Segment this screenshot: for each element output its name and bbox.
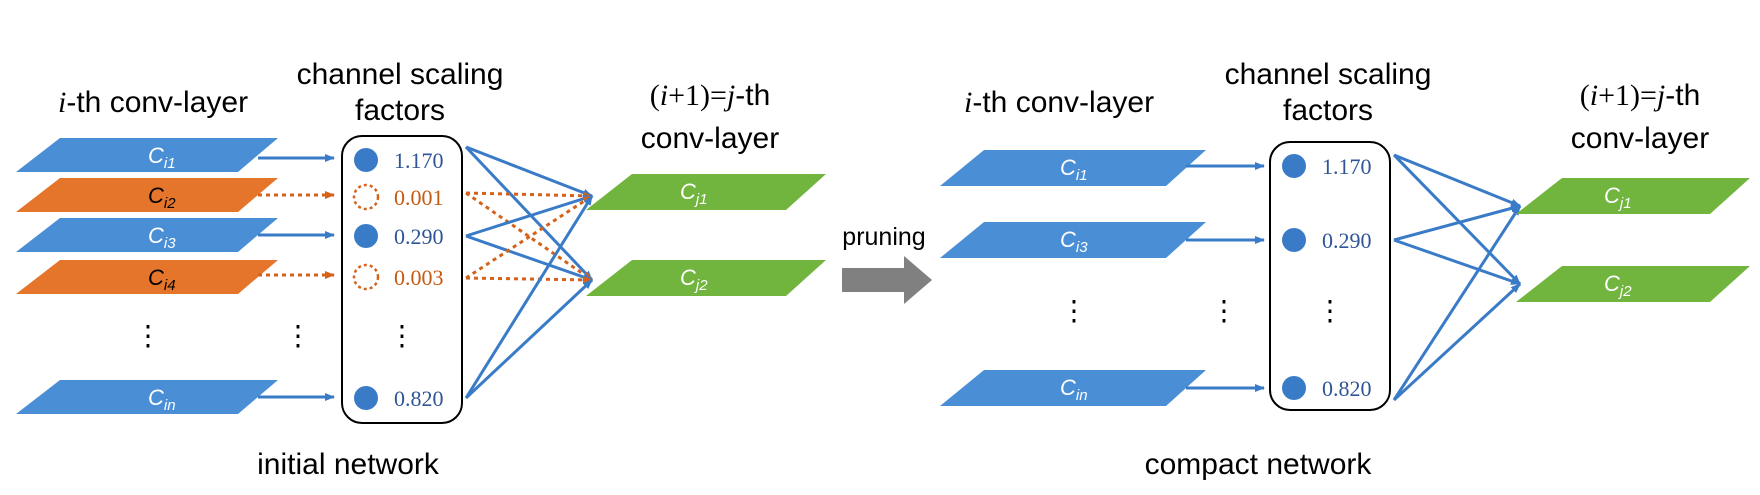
right-output-layer-1-label: Cj1 (1604, 183, 1632, 212)
left-input-layer-4-label: Ci4 (148, 265, 176, 294)
left-connections (464, 145, 594, 400)
pruning-label: pruning (842, 223, 925, 251)
left-input-layer-2-label: Ci2 (148, 183, 176, 212)
left-input-ellipsis: ⋮ (134, 320, 162, 351)
left-input-layer-n: Cin (16, 380, 278, 414)
left-footer: initial network (257, 448, 440, 481)
right-footer: compact network (1145, 448, 1373, 481)
left-output-layer-2: Cj2 (586, 260, 826, 296)
right-scaling-header-line1: channel scaling (1225, 58, 1432, 91)
left-factor-dot-n (354, 386, 378, 410)
right-output-header-line1: (i+1)=j-th (1580, 79, 1701, 112)
left-arrow-ellipsis: ⋮ (284, 320, 312, 351)
left-output-layer-2-label: Cj2 (680, 265, 708, 294)
right-input-layer-2-label: Ci3 (1060, 227, 1088, 256)
right-output-layer-2-label: Cj2 (1604, 271, 1632, 300)
right-output-layer-1: Cj1 (1516, 178, 1750, 214)
right-factor-n: 0.820 (1322, 376, 1372, 401)
right-arrow-ellipsis: ⋮ (1210, 295, 1238, 326)
left-input-header: i-th conv-layer (58, 86, 248, 119)
right-input-layer-n-label: Cin (1060, 375, 1088, 404)
left-output-layer-1: Cj1 (586, 174, 826, 210)
right-input-header: i-th conv-layer (964, 86, 1154, 119)
left-factor-dot-2 (352, 183, 380, 211)
right-factor-dot-2 (1282, 228, 1306, 252)
pruning-arrow (842, 256, 932, 304)
right-factor-ellipsis: ⋮ (1316, 295, 1344, 326)
right-factor-1: 1.170 (1322, 154, 1372, 179)
left-scaling-header-line2: factors (355, 94, 445, 127)
left-input-layer-4: Ci4 (16, 260, 278, 294)
right-output-header-line2: conv-layer (1571, 122, 1709, 155)
right-scaling-header-line2: factors (1283, 94, 1373, 127)
left-factor-1: 1.170 (394, 148, 444, 173)
right-factor-2: 0.290 (1322, 228, 1372, 253)
left-output-layer-1-label: Cj1 (680, 179, 708, 208)
right-factor-dot-n (1282, 376, 1306, 400)
left-factor-ellipsis: ⋮ (388, 320, 416, 351)
left-factor-4: 0.003 (394, 265, 444, 290)
right-input-layer-2: Ci3 (940, 222, 1206, 258)
left-scaling-header-line1: channel scaling (297, 58, 504, 91)
left-factor-dot-4 (352, 263, 380, 291)
right-input-layer-n: Cin (940, 370, 1206, 406)
right-input-ellipsis: ⋮ (1060, 295, 1088, 326)
left-input-layer-2: Ci2 (16, 178, 278, 212)
right-scaling-box (1269, 141, 1391, 411)
right-input-layer-1-label: Ci1 (1060, 155, 1088, 184)
left-output-header-line1: (i+1)=j-th (650, 79, 771, 112)
left-input-layer-n-label: Cin (148, 385, 176, 414)
left-input-layer-3: Ci3 (16, 218, 278, 252)
left-output-header-line2: conv-layer (641, 122, 779, 155)
left-factor-2: 0.001 (394, 185, 444, 210)
left-factor-3: 0.290 (394, 224, 444, 249)
left-input-layer-3-label: Ci3 (148, 223, 176, 252)
left-factor-n: 0.820 (394, 386, 444, 411)
right-output-layer-2: Cj2 (1516, 266, 1750, 302)
left-input-layer-1: Ci1 (16, 138, 278, 172)
left-factor-dot-3 (354, 224, 378, 248)
right-input-layer-1: Ci1 (940, 150, 1206, 186)
right-connections (1392, 153, 1522, 402)
left-factor-dot-1 (354, 148, 378, 172)
left-input-layer-1-label: Ci1 (148, 143, 176, 172)
right-factor-dot-1 (1282, 154, 1306, 178)
